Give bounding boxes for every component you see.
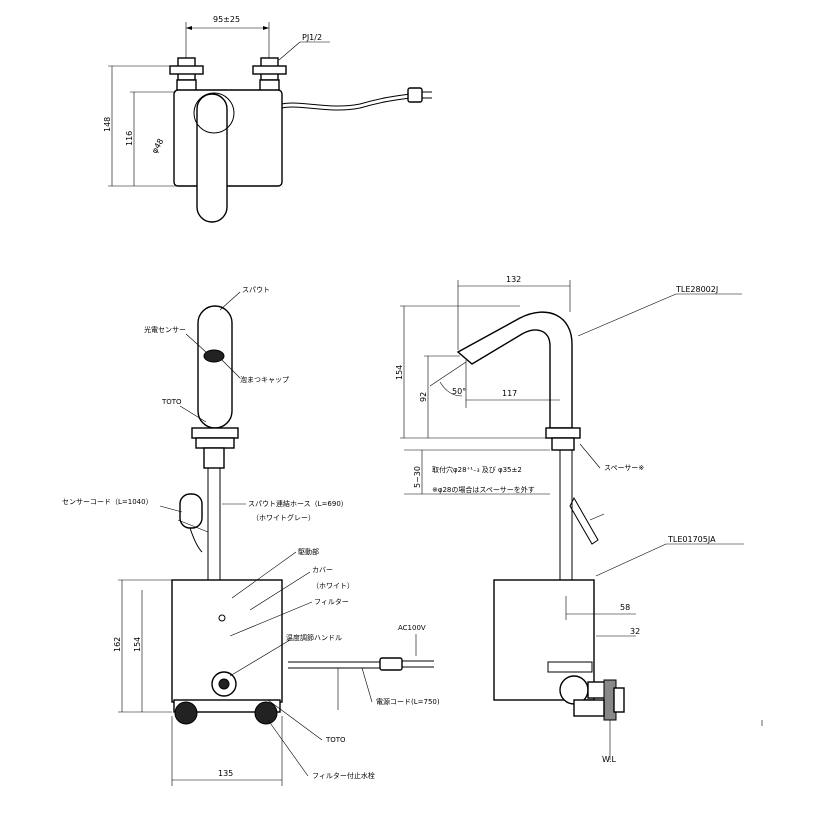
- spout-label: スパウト: [242, 286, 270, 294]
- side-view: 132 TLE28002J 154 92 117 50° 5~30 取付穴φ28…: [395, 275, 763, 764]
- toto-logo-label: TOTO: [161, 398, 182, 406]
- dim-5-30: 5~30: [413, 466, 422, 488]
- dim-116: 116: [125, 131, 134, 146]
- hole-note-2: ※φ28の場合はスペーサーを外す: [432, 485, 535, 494]
- thread-label: PJ1/2: [302, 33, 322, 42]
- dim-154-front: 154: [133, 637, 142, 652]
- angle-label: 50°: [452, 387, 466, 396]
- dim-32: 32: [630, 627, 640, 636]
- hole-note: 取付穴φ28⁺¹₋₃ 及び φ35±2: [432, 465, 522, 474]
- dim-58: 58: [620, 603, 630, 612]
- cover-color-label: （ホワイト）: [312, 582, 354, 590]
- filter-valve-label: フィルター付止水栓: [312, 771, 375, 780]
- dim-117: 117: [502, 389, 517, 398]
- foam-cap-label: 泡まつキャップ: [240, 375, 289, 384]
- filter-label: フィルター: [314, 597, 349, 606]
- top-view: 95±25 PJ1/2 148 116 φ48: [103, 15, 432, 223]
- front-view: 162 154 135 スパウト 光電センサー 泡まつキャップ TOTO センサ…: [62, 286, 440, 786]
- cover-label: カバー: [312, 566, 333, 574]
- dim-pitch: 95±25: [213, 15, 240, 24]
- drive-label: 駆動部: [298, 547, 319, 556]
- dim-92: 92: [419, 392, 428, 402]
- dim-148: 148: [103, 117, 112, 132]
- sensor-cord-label: センサーコード（L=1040）: [62, 498, 153, 506]
- dim-diameter: φ48: [150, 137, 166, 155]
- hose-label: スパウト連結ホース（L=690）: [248, 499, 348, 508]
- dim-135: 135: [218, 769, 233, 778]
- hose-color-label: （ホワイトグレー）: [252, 513, 315, 522]
- spacer-label: スペーサー※: [604, 464, 644, 472]
- dim-162: 162: [113, 637, 122, 652]
- temp-handle-label: 温度調節ハンドル: [286, 633, 342, 642]
- model-bottom-label: TLE01705JA: [667, 535, 716, 544]
- toto-bottom-label: TOTO: [325, 736, 346, 744]
- model-top-label: TLE28002J: [675, 285, 718, 294]
- wl-label: W.L: [602, 755, 617, 764]
- ac-label: AC100V: [398, 624, 426, 632]
- dim-132: 132: [506, 275, 521, 284]
- dim-154-side: 154: [395, 365, 404, 380]
- power-cord-label: 電源コード(L=750): [376, 697, 440, 706]
- sensor-label: 光電センサー: [144, 325, 186, 334]
